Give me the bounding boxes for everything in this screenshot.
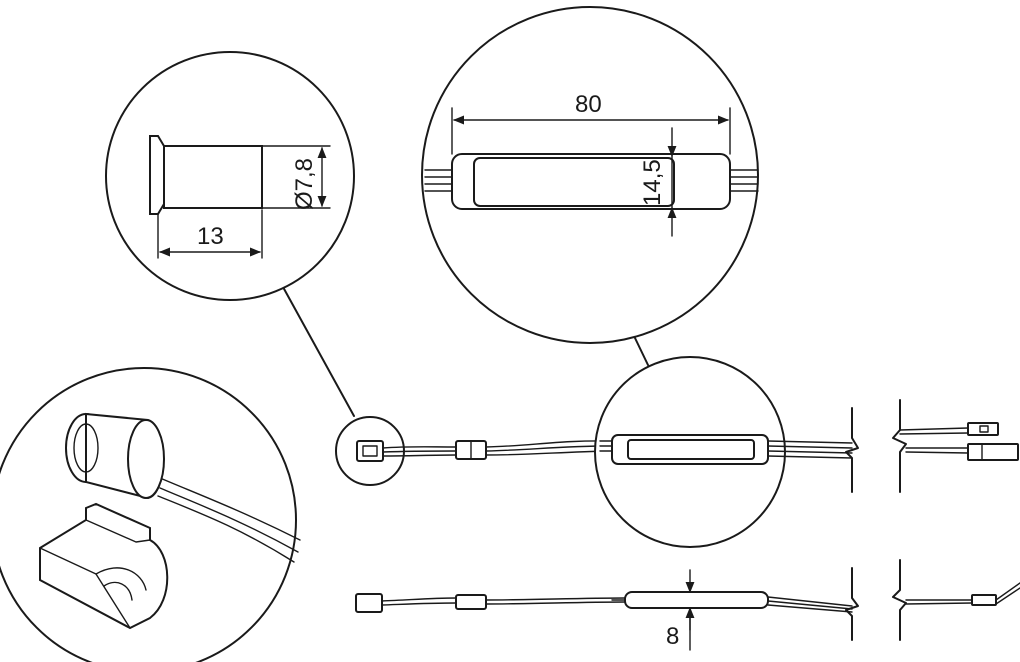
leader-line-module [634, 337, 649, 366]
dim-module-width: 14,5 [639, 159, 666, 206]
top-view-assembly [335, 356, 1019, 548]
mounting-clip-icon [39, 502, 169, 630]
dim-module-height: 8 [666, 623, 679, 650]
dim-module-length: 80 [575, 91, 602, 118]
side-wall-break-left [845, 567, 859, 641]
side-output-connector [971, 594, 997, 606]
sensor-detail-circle: 13 Ø7,8 [105, 51, 355, 301]
side-inline-connector [455, 594, 487, 610]
output-connector-upper [967, 422, 999, 436]
wall-break-left [845, 407, 859, 493]
sensor-connector [356, 440, 384, 462]
side-sensor-connector [355, 593, 383, 613]
side-wall-break-right [892, 559, 907, 641]
wall-break-right [892, 399, 907, 493]
side-module-housing [624, 591, 769, 609]
output-connector-lower [967, 443, 1019, 461]
side-view-assembly: 8 [355, 559, 1020, 651]
dim-sensor-diameter: Ø7,8 [291, 158, 318, 210]
dim-sensor-length: 13 [197, 223, 224, 250]
module-detail-circle: 80 14,5 [421, 6, 759, 344]
leader-line-sensor [282, 286, 355, 417]
perspective-detail-circle [0, 367, 301, 662]
sensor-cylinder-icon [65, 412, 165, 500]
sensor-body-outline [163, 145, 263, 209]
